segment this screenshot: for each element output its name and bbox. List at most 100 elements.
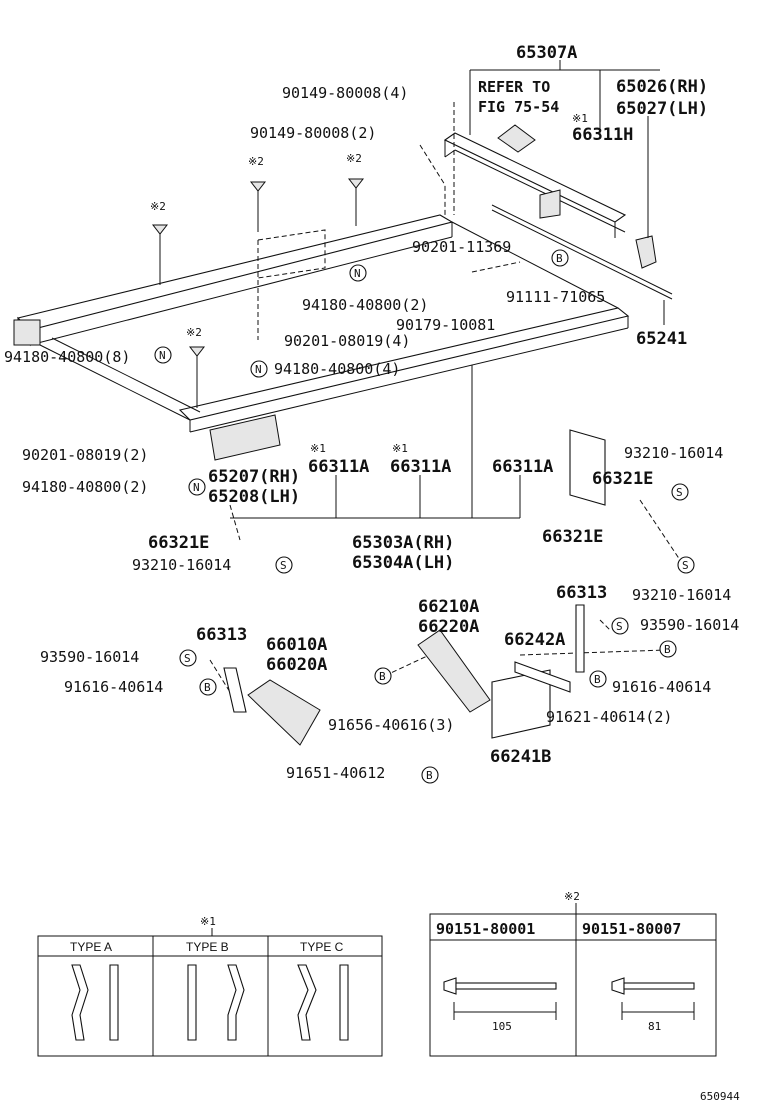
note2-d: ※2 [186, 326, 202, 339]
label-65241: 65241 [636, 329, 687, 349]
label-66313-b: 66313 [556, 583, 607, 603]
note2-b: ※2 [248, 155, 264, 168]
figure-id: 650944 [700, 1090, 740, 1103]
type-c-header: TYPE C [300, 940, 344, 954]
circle-n-2 [154, 346, 172, 364]
type-table: ※1 TYPE A TYPE B TYPE C [37, 915, 383, 1057]
hinge-66210A [417, 629, 491, 713]
clip-b-1 [187, 964, 197, 1041]
circle-s-3 [677, 556, 695, 574]
bracket-66313-right [575, 604, 585, 673]
label-66311A-1: 66311A [308, 457, 369, 477]
label-66313-a: 66313 [196, 625, 247, 645]
label-66311A-3: 66311A [492, 457, 553, 477]
symbol-b-4: B [594, 673, 601, 686]
bolt-table-note: ※2 [564, 890, 580, 903]
label-90201-08019-2: 90201-08019(2) [22, 446, 148, 464]
circle-b-6 [421, 766, 439, 784]
label-93210-b: 93210-16014 [132, 556, 231, 574]
circle-b-2 [199, 678, 217, 696]
bolt-table: ※2 90151-80001 90151-80007 105 81 [429, 890, 717, 1057]
frame-assembly [13, 60, 681, 746]
label-90149-2: 90149-80008(2) [250, 124, 376, 142]
symbol-n-2: N [159, 349, 166, 362]
bolt-head-2 [611, 977, 625, 995]
label-66241B: 66241B [490, 747, 551, 767]
label-93210-a: 93210-16014 [624, 444, 723, 462]
label-66321E-c: 66321E [542, 527, 603, 547]
label-90149-4: 90149-80008(4) [282, 84, 408, 102]
label-66220A: 66220A [418, 617, 479, 637]
circle-b-3 [374, 667, 392, 685]
label-66311H: 66311H [572, 125, 633, 145]
label-65207: 65207(RH) [208, 467, 300, 487]
symbol-b-3: B [379, 670, 386, 683]
type-table-note: ※1 [200, 915, 216, 928]
circle-s-4 [611, 617, 629, 635]
symbol-s-2: S [280, 559, 287, 572]
bolt-header-1: 90151-80001 [436, 920, 535, 938]
clip-a-2 [109, 964, 119, 1041]
bolt-header-2: 90151-80007 [582, 920, 681, 938]
type-b-header: TYPE B [186, 940, 229, 954]
circle-b-4 [589, 670, 607, 688]
symbol-b-1: B [556, 252, 563, 265]
note2-a: ※2 [150, 200, 166, 213]
label-65208: 65208(LH) [208, 487, 300, 507]
label-65303A: 65303A(RH) [352, 533, 454, 553]
note2-c: ※2 [346, 152, 362, 165]
label-90201-11369: 90201-11369 [412, 238, 511, 256]
callout-labels: 65307A REFER TO FIG 75-54 65026(RH) 6502… [4, 43, 739, 782]
bolt-length-2: 81 [648, 1020, 661, 1033]
note1-66311H: ※1 [572, 112, 588, 125]
symbol-s-1: S [676, 486, 683, 499]
center-bracket [539, 189, 561, 219]
symbol-n-3: N [255, 363, 262, 376]
symbol-s-5: S [184, 652, 191, 665]
label-65027: 65027(LH) [616, 99, 708, 119]
circle-b-1 [551, 249, 569, 267]
label-91111: 91111-71065 [506, 288, 605, 306]
label-fig-ref: FIG 75-54 [478, 98, 559, 116]
symbol-circles: N N N N B B B B B B S S S S S [154, 249, 695, 784]
symbol-s-3: S [682, 559, 689, 572]
bracket-66242A [514, 661, 571, 693]
side-bracket [635, 235, 657, 269]
symbol-b-5: B [664, 643, 671, 656]
liner-66010A [247, 679, 321, 746]
bolt-head-1 [443, 977, 457, 995]
symbol-n-1: N [354, 267, 361, 280]
circle-s-5 [179, 649, 197, 667]
type-a-header: TYPE A [70, 940, 112, 954]
note1-b: ※1 [392, 442, 408, 455]
refer-plate [497, 124, 536, 153]
rear-bar [443, 132, 627, 223]
label-94180-8: 94180-40800(8) [4, 348, 130, 366]
front-bracket-65207 [209, 414, 281, 461]
bolt-shank-2 [623, 982, 695, 990]
label-65307A: 65307A [516, 43, 577, 63]
label-94180-4: 94180-40800(4) [274, 360, 400, 378]
label-65304A: 65304A(LH) [352, 553, 454, 573]
label-refer-to: REFER TO [478, 78, 550, 96]
clip-a-1 [71, 964, 89, 1041]
label-90201-08019-4: 90201-08019(4) [284, 332, 410, 350]
label-91651: 91651-40612 [286, 764, 385, 782]
label-66020A: 66020A [266, 655, 327, 675]
label-90179: 90179-10081 [396, 316, 495, 334]
label-93210-c: 93210-16014 [632, 586, 731, 604]
clip-c-1 [297, 964, 317, 1041]
label-66010A: 66010A [266, 635, 327, 655]
clip-b-2 [227, 964, 245, 1041]
label-91656: 91656-40616(3) [328, 716, 454, 734]
label-66321E-a: 66321E [592, 469, 653, 489]
label-66321E-b: 66321E [148, 533, 209, 553]
label-91621: 91621-40614(2) [546, 708, 672, 726]
note1-a: ※1 [310, 442, 326, 455]
symbol-b-6: B [426, 769, 433, 782]
clip-c-2 [339, 964, 349, 1041]
label-66311A-2: 66311A [390, 457, 451, 477]
bracket-66313-left [223, 667, 247, 713]
